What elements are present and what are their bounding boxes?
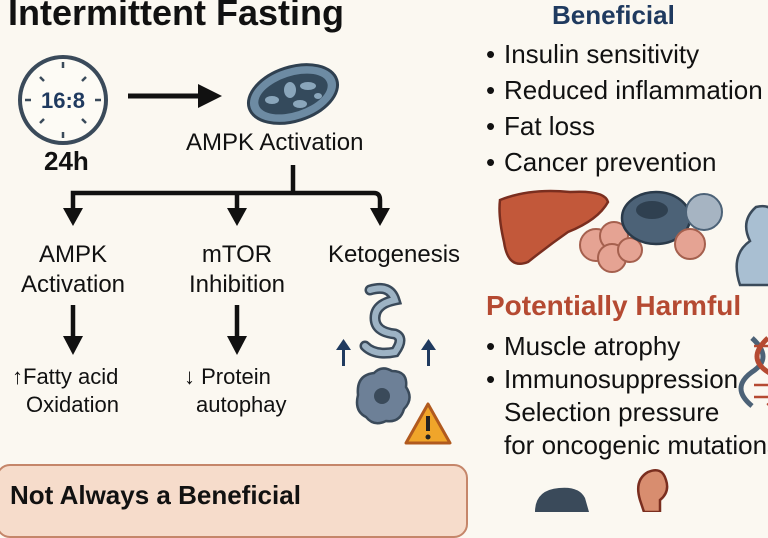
svg-text:16:8: 16:8 [41, 88, 85, 113]
cell-icon [357, 368, 410, 423]
list-item: •Immunosuppression [486, 363, 768, 396]
branch-ketogenesis-label: Ketogenesis [316, 240, 472, 270]
list-item: •Insulin sensitivity [486, 36, 763, 72]
center-label: AMPK Activation [186, 128, 363, 158]
list-item: •Muscle atrophy [486, 330, 768, 363]
organ-icons [500, 191, 768, 285]
effect-protein: ↓ Protein autophay [184, 363, 287, 419]
branch-label-line: AMPK [13, 240, 133, 270]
clock-duration: 24h [44, 146, 89, 177]
effect-line: Protein [201, 364, 271, 389]
beneficial-heading: Beneficial [552, 0, 675, 31]
branch-label-line: mTOR [172, 240, 302, 270]
list-item-continuation: for oncogenic mutations [486, 429, 768, 462]
branch-mtor-label: mTOR Inhibition [172, 240, 302, 300]
effect-line: Fatty acid [23, 364, 118, 389]
down-arrow-icon: ↓ [184, 364, 195, 389]
list-item: •Reduced inflammation [486, 72, 763, 108]
page-title: Intermittent Fasting [8, 0, 344, 34]
effect-fatty-acid: ↑Fatty acid Oxidation [12, 363, 119, 419]
branch-ampk-label: AMPK Activation [13, 240, 133, 300]
harmful-heading: Potentially Harmful [486, 290, 741, 322]
up-arrow-icon: ↑ [12, 364, 23, 389]
effect-line: Oxidation [12, 391, 119, 419]
effect-line: autophay [184, 391, 287, 419]
beneficial-list: •Insulin sensitivity •Reduced inflammati… [486, 36, 763, 180]
figure-icons [535, 470, 667, 512]
list-item: •Cancer prevention [486, 144, 763, 180]
branch-label-line: Activation [13, 270, 133, 300]
mitochondrion-icon [241, 54, 345, 134]
arrow-right [128, 84, 222, 108]
list-item-continuation: Selection pressure [486, 396, 768, 429]
warning-box-text: Not Always a Beneficial [10, 480, 301, 511]
intestine-icon [365, 288, 400, 353]
list-item: •Fat loss [486, 108, 763, 144]
harmful-list: •Muscle atrophy •Immunosuppression Selec… [486, 330, 768, 462]
branch-label-line: Inhibition [172, 270, 302, 300]
warning-box: Not Always a Beneficial [0, 464, 468, 538]
clock-icon: 16:8 [20, 57, 106, 143]
warning-icon [406, 404, 450, 443]
